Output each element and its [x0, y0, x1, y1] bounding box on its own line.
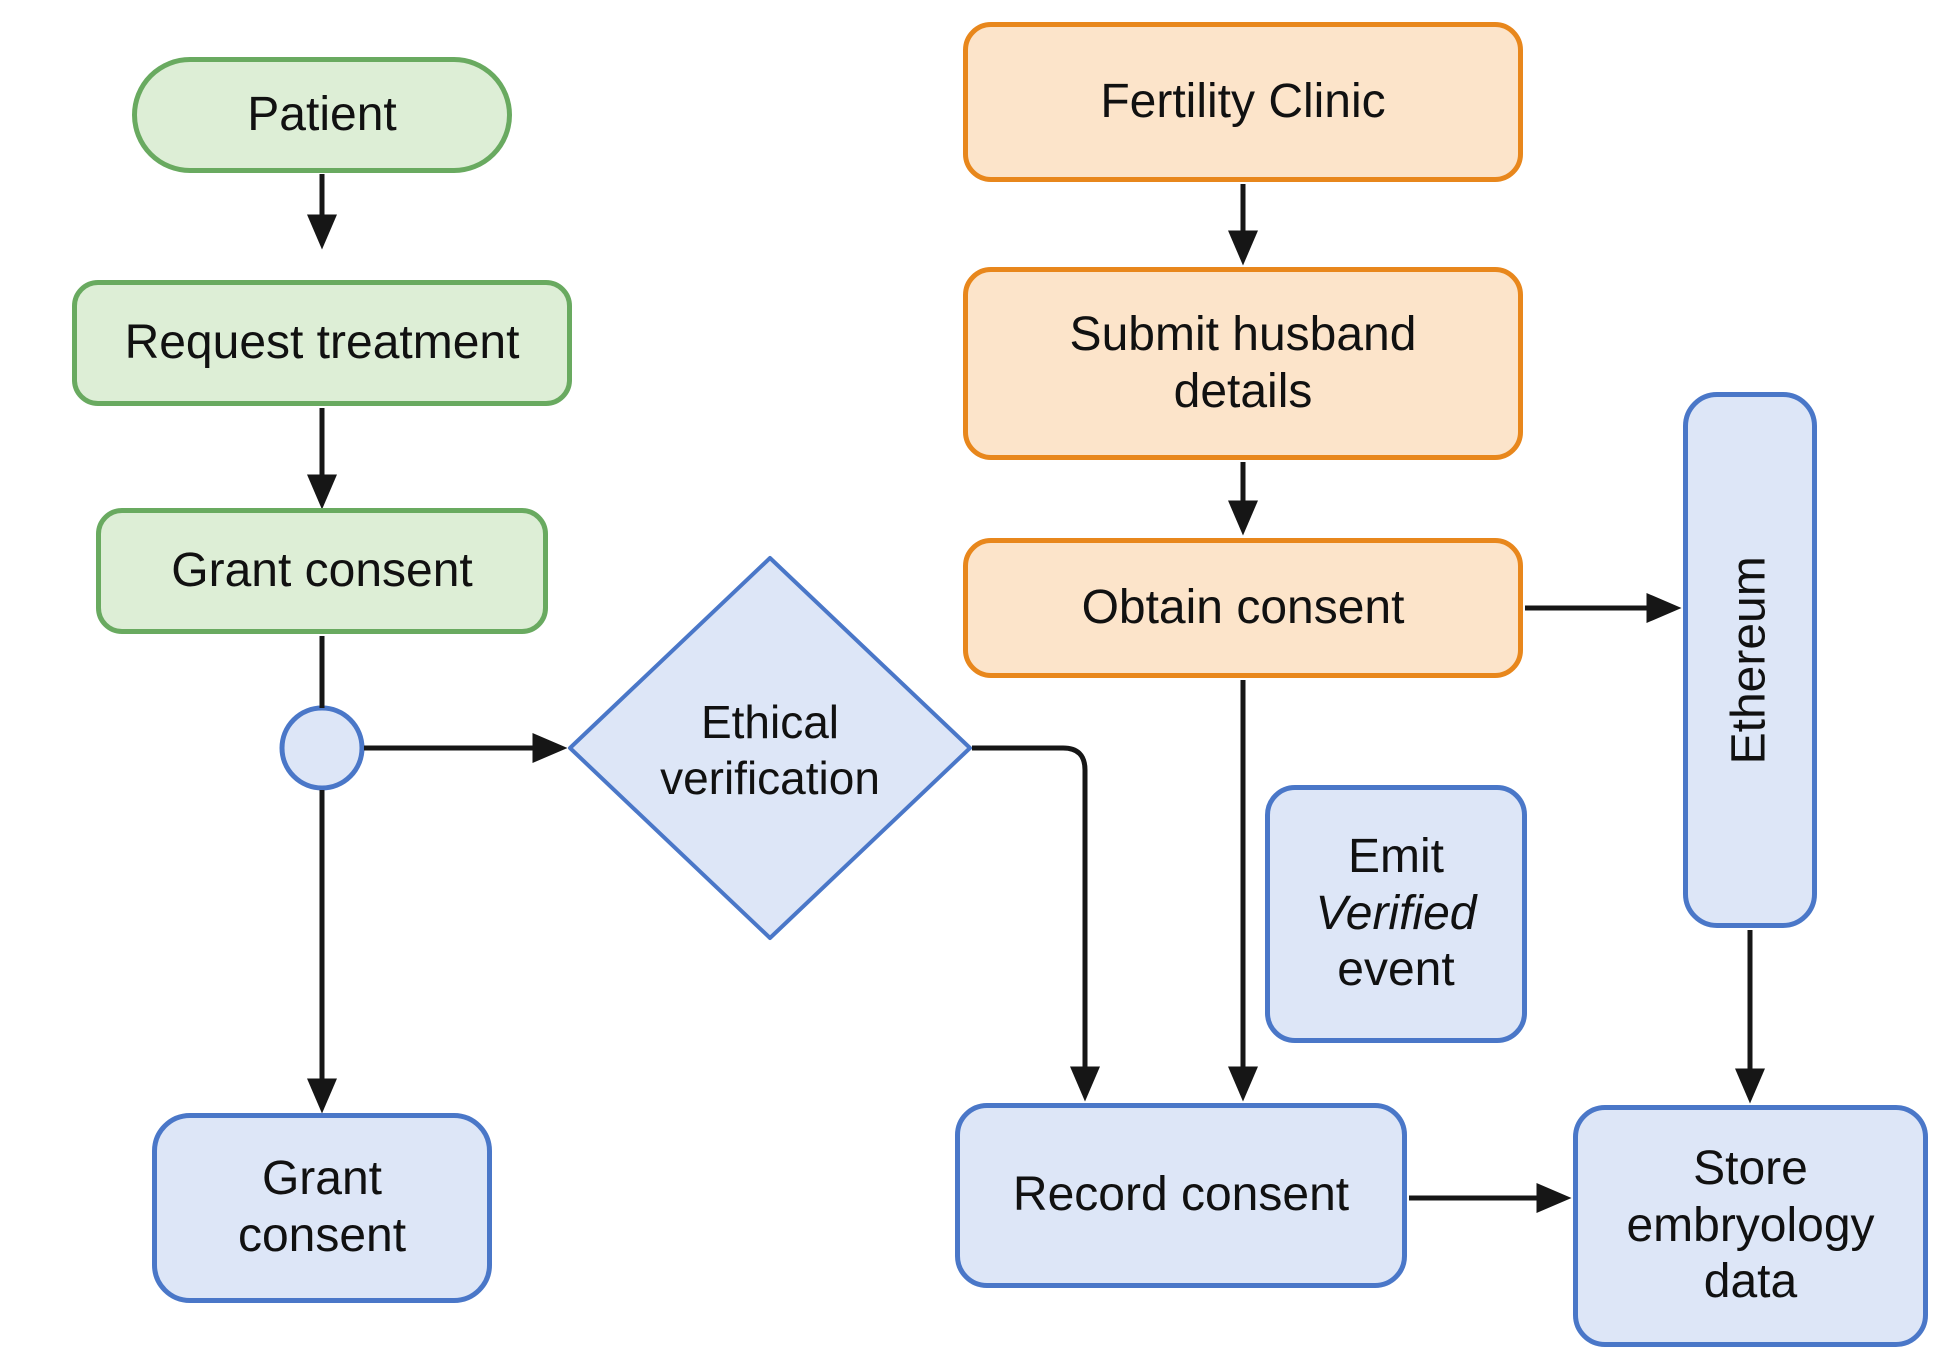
- node-submit-husband-line1: Submit husband: [1069, 307, 1417, 361]
- edge-ethical-record: [972, 745, 1100, 1102]
- node-emit-verified-event: Emit Verified event: [1265, 785, 1527, 1043]
- node-record-consent: Record consent: [955, 1103, 1407, 1288]
- node-grant-consent: Grant consent: [96, 508, 548, 634]
- node-grant-consent-onchain: Grant consent: [152, 1113, 492, 1303]
- node-patient: Patient: [132, 57, 512, 173]
- node-fertility-clinic: Fertility Clinic: [963, 22, 1523, 182]
- node-patient-label: Patient: [247, 87, 397, 141]
- node-obtain-consent: Obtain consent: [963, 538, 1523, 678]
- junction-circle: [279, 705, 365, 791]
- node-grant-consent-label: Grant consent: [171, 543, 473, 597]
- node-ethical-verification-diamond: [568, 556, 972, 940]
- node-record-consent-label: Record consent: [1012, 1168, 1350, 1222]
- node-grant-consent-onchain-line1: Grant: [261, 1152, 383, 1206]
- node-submit-husband-line2: details: [1173, 364, 1313, 418]
- node-obtain-consent-label: Obtain consent: [1081, 580, 1405, 634]
- node-request-treatment: Request treatment: [72, 280, 572, 406]
- node-request-treatment-label: Request treatment: [124, 315, 520, 369]
- node-store-embryology-data: Store embryology data: [1573, 1105, 1928, 1347]
- node-ethical-verification-line2: verification: [660, 752, 880, 804]
- node-store-embryology-line3: data: [1703, 1255, 1798, 1309]
- node-ethical-verification: Ethical verification: [570, 560, 970, 940]
- node-emit-verified-line2: Verified: [1315, 886, 1477, 940]
- node-ethical-verification-line1: Ethical: [700, 695, 840, 748]
- node-store-embryology-line2: embryology: [1626, 1198, 1875, 1252]
- node-submit-husband-details: Submit husband details: [963, 267, 1523, 460]
- node-store-embryology-line1: Store: [1693, 1142, 1808, 1196]
- node-ethereum-label: Ethereum: [1722, 555, 1776, 765]
- node-emit-verified-line1: Emit: [1348, 830, 1444, 884]
- node-fertility-clinic-label: Fertility Clinic: [1100, 74, 1386, 128]
- node-ethereum: Ethereum: [1683, 392, 1817, 928]
- node-grant-consent-onchain-line2: consent: [237, 1209, 407, 1262]
- node-emit-verified-line3: event: [1337, 943, 1455, 997]
